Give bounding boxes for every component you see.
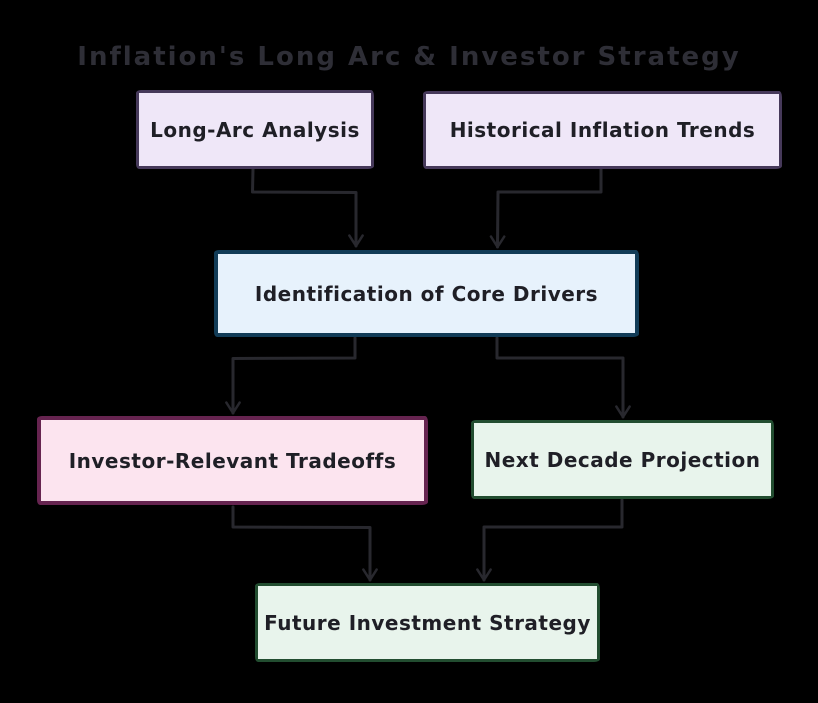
edge-core-drivers-to-projection bbox=[495, 336, 631, 419]
node-historical-inflation-trends: Historical Inflation Trends bbox=[423, 91, 782, 169]
node-label: Identification of Core Drivers bbox=[254, 281, 599, 306]
edge-tradeoffs-to-strategy bbox=[231, 505, 378, 582]
edge-projection-to-strategy bbox=[476, 498, 624, 582]
node-future-investment-strategy: Future Investment Strategy bbox=[255, 583, 600, 662]
node-long-arc-analysis: Long-Arc Analysis bbox=[136, 90, 374, 169]
node-label: Long-Arc Analysis bbox=[150, 117, 360, 142]
node-label: Next Decade Projection bbox=[484, 447, 761, 472]
edge-core-drivers-to-tradeoffs bbox=[225, 336, 357, 415]
node-identification-of-core-drivers: Identification of Core Drivers bbox=[214, 250, 639, 337]
node-label: Investor-Relevant Tradeoffs bbox=[68, 448, 397, 473]
node-investor-relevant-tradeoffs: Investor-Relevant Tradeoffs bbox=[37, 416, 428, 505]
node-label: Historical Inflation Trends bbox=[449, 118, 756, 142]
node-label: Future Investment Strategy bbox=[264, 610, 591, 635]
edge-long-arc-to-core-drivers bbox=[251, 167, 364, 248]
edge-historical-to-core-drivers bbox=[489, 167, 603, 249]
diagram-title: Inflation's Long Arc & Investor Strategy bbox=[77, 42, 741, 72]
node-next-decade-projection: Next Decade Projection bbox=[471, 420, 774, 499]
